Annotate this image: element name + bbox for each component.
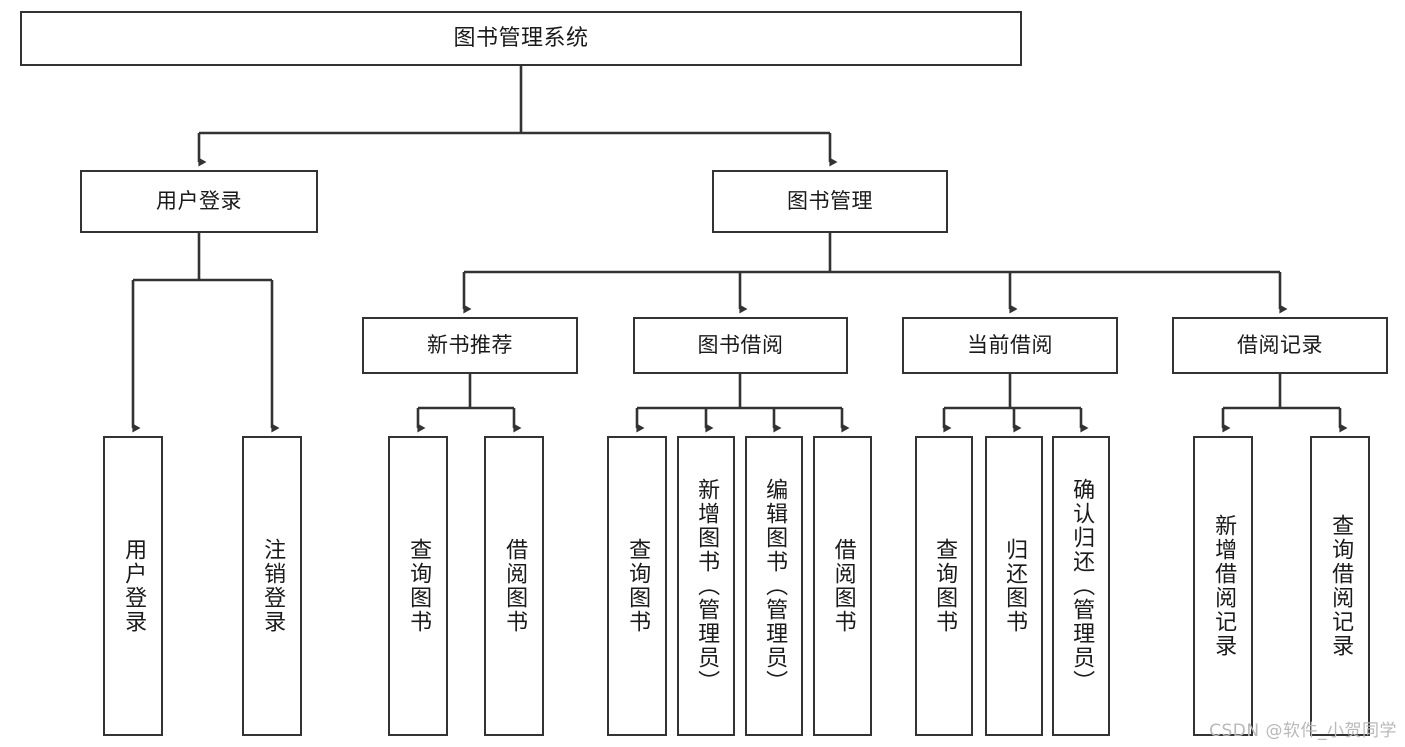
leaf-logout[interactable]: 注销登录: [242, 436, 302, 736]
leaf-query-book-borrow[interactable]: 查询图书: [607, 436, 667, 736]
leaf-user-login[interactable]: 用户登录: [103, 436, 163, 736]
leaf-edit-book-admin[interactable]: 编辑图书（管理员）: [745, 436, 803, 736]
node-user-login[interactable]: 用户登录: [80, 170, 318, 233]
node-new-book-recommend[interactable]: 新书推荐: [362, 317, 578, 374]
node-borrow-record-label: 借阅记录: [1237, 333, 1323, 358]
leaf-add-book-admin[interactable]: 新增图书（管理员）: [677, 436, 735, 736]
leaf-query-borrow-record-label: 查询借阅记录: [1328, 514, 1354, 658]
leaf-borrow-book-label: 借阅图书: [830, 538, 856, 634]
leaf-borrow-book-newbook-label: 借阅图书: [502, 538, 528, 634]
leaf-query-borrow-record[interactable]: 查询借阅记录: [1310, 436, 1370, 736]
leaf-query-book-current-label: 查询图书: [932, 538, 958, 634]
leaf-borrow-book-newbook[interactable]: 借阅图书: [484, 436, 544, 736]
leaf-query-book-current[interactable]: 查询图书: [915, 436, 973, 736]
node-book-borrow[interactable]: 图书借阅: [633, 317, 848, 374]
watermark: CSDN @软件_小贺同学: [1209, 721, 1397, 741]
node-current-borrow[interactable]: 当前借阅: [902, 317, 1118, 374]
leaf-return-book[interactable]: 归还图书: [985, 436, 1043, 736]
leaf-user-login-label: 用户登录: [121, 538, 147, 634]
leaf-edit-book-admin-label: 编辑图书（管理员）: [762, 478, 788, 694]
leaf-confirm-return-admin-label: 确认归还（管理员）: [1069, 478, 1095, 694]
node-current-borrow-label: 当前借阅: [967, 333, 1053, 358]
leaf-add-book-admin-label: 新增图书（管理员）: [694, 478, 720, 694]
node-book-borrow-label: 图书借阅: [697, 333, 784, 358]
leaf-query-book-borrow-label: 查询图书: [625, 538, 651, 634]
node-borrow-record[interactable]: 借阅记录: [1172, 317, 1388, 374]
leaf-logout-label: 注销登录: [260, 538, 286, 634]
node-user-login-label: 用户登录: [156, 189, 242, 214]
leaf-add-borrow-record-label: 新增借阅记录: [1211, 514, 1237, 658]
leaf-query-book-newbook[interactable]: 查询图书: [388, 436, 448, 736]
node-book-management-label: 图书管理: [787, 189, 873, 214]
leaf-return-book-label: 归还图书: [1002, 538, 1028, 634]
leaf-query-book-newbook-label: 查询图书: [406, 538, 432, 634]
node-root[interactable]: 图书管理系统: [20, 11, 1022, 66]
node-book-management[interactable]: 图书管理: [712, 170, 948, 233]
leaf-add-borrow-record[interactable]: 新增借阅记录: [1193, 436, 1253, 736]
leaf-confirm-return-admin[interactable]: 确认归还（管理员）: [1052, 436, 1110, 736]
node-root-label: 图书管理系统: [453, 25, 589, 51]
node-new-book-recommend-label: 新书推荐: [427, 333, 513, 358]
leaf-borrow-book[interactable]: 借阅图书: [813, 436, 872, 736]
